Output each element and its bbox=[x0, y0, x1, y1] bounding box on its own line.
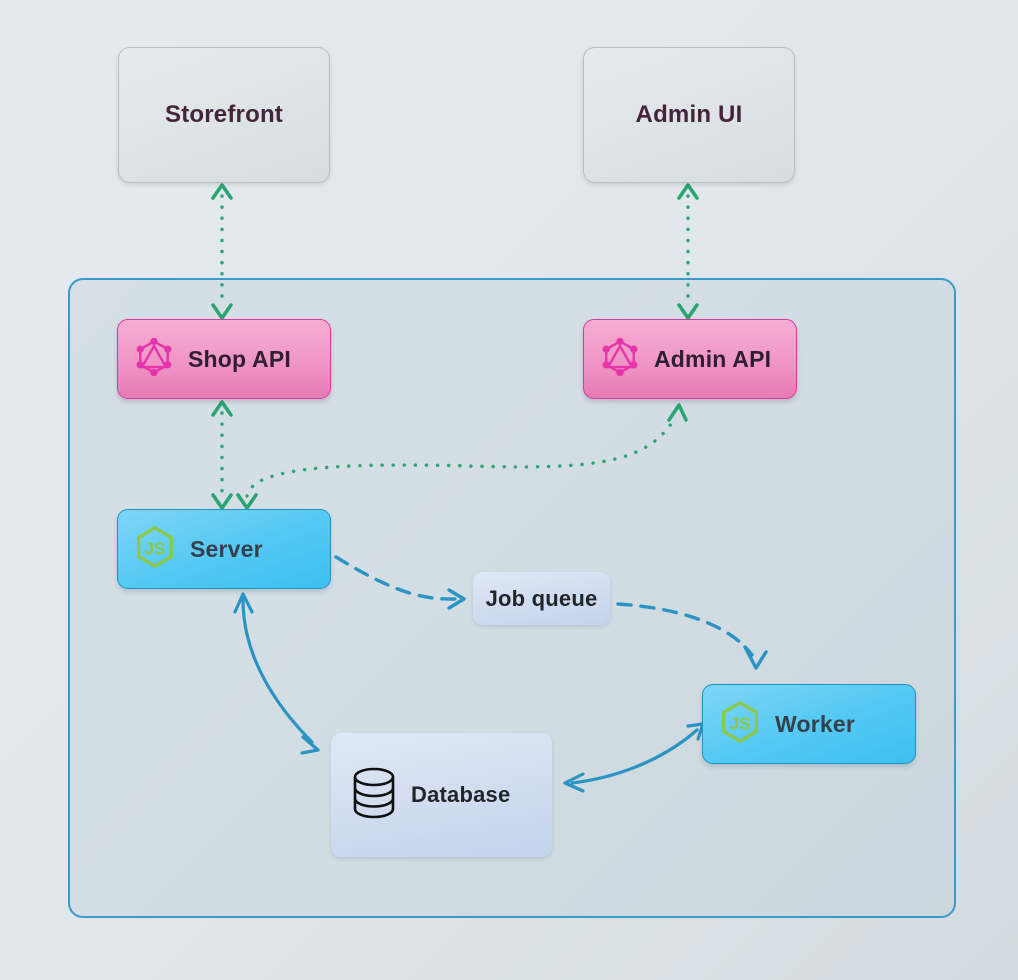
edge-admin-api-server bbox=[236, 403, 688, 510]
node-server-label: Server bbox=[190, 535, 263, 562]
node-server[interactable]: JS Server bbox=[117, 509, 331, 589]
edge-job-queue-worker bbox=[616, 602, 768, 670]
node-admin-ui-label: Admin UI bbox=[635, 101, 743, 128]
node-worker-label: Worker bbox=[775, 710, 856, 737]
edge-server-job-queue bbox=[334, 555, 466, 610]
node-shop-api[interactable]: Shop API bbox=[117, 319, 331, 399]
node-storefront[interactable]: Storefront bbox=[118, 47, 330, 183]
graphql-icon bbox=[598, 335, 642, 384]
edge-database-worker bbox=[563, 722, 705, 793]
nodejs-icon: JS bbox=[717, 699, 763, 750]
svg-text:JS: JS bbox=[729, 713, 750, 733]
node-worker[interactable]: JS Worker bbox=[702, 684, 916, 764]
node-admin-ui[interactable]: Admin UI bbox=[583, 47, 795, 183]
node-database-label: Database bbox=[411, 782, 511, 807]
node-admin-api-label: Admin API bbox=[654, 345, 772, 372]
node-job-queue[interactable]: Job queue bbox=[473, 572, 610, 625]
node-job-queue-label: Job queue bbox=[485, 585, 598, 611]
database-icon bbox=[351, 765, 397, 826]
node-database[interactable]: Database bbox=[331, 733, 552, 857]
edge-server-database bbox=[233, 592, 320, 755]
svg-text:JS: JS bbox=[144, 538, 165, 558]
node-admin-api[interactable]: Admin API bbox=[583, 319, 797, 399]
node-storefront-label: Storefront bbox=[165, 101, 283, 128]
edge-admin-ui-admin-api bbox=[677, 183, 699, 320]
graphql-icon bbox=[132, 335, 176, 384]
edge-storefront-shop-api bbox=[211, 183, 233, 320]
node-shop-api-label: Shop API bbox=[188, 345, 291, 372]
nodejs-icon: JS bbox=[132, 524, 178, 575]
edge-shop-api-server bbox=[211, 400, 233, 510]
